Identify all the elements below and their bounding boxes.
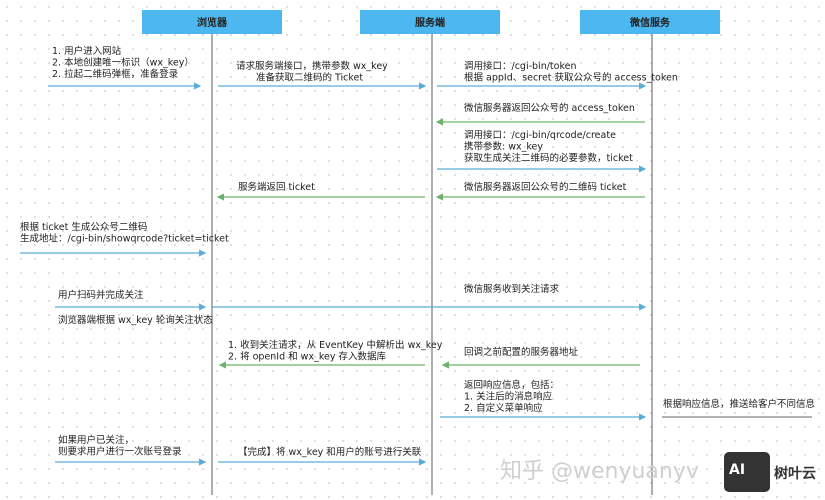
participant-box bbox=[142, 10, 282, 34]
message-label: 则要求用户进行一次账号登录 bbox=[58, 446, 182, 458]
svg-text:树叶云: 树叶云 bbox=[774, 465, 816, 482]
message-label: 微信服务器返回公众号的二维码 ticket bbox=[464, 181, 627, 193]
participant-label: 微信服务 bbox=[629, 16, 671, 29]
message-label: 2. 本地创建唯一标识（wx_key） bbox=[52, 57, 194, 69]
message-label: 返回响应信息，包括： bbox=[464, 379, 559, 391]
participant-box bbox=[580, 10, 720, 34]
message-label: 根据 ticket 生成公众号二维码 bbox=[20, 221, 147, 233]
watermark-logo: AI 树叶云 bbox=[724, 452, 816, 492]
message-label: 2. 将 openId 和 wx_key 存入数据库 bbox=[228, 351, 386, 363]
message-label: 如果用户已关注， bbox=[58, 434, 134, 446]
message-label: 生成地址：/cgi-bin/showqrcode?ticket=ticket bbox=[20, 233, 229, 245]
message-label: 2. 自定义菜单响应 bbox=[464, 402, 543, 414]
participant-label: 服务端 bbox=[415, 16, 445, 29]
watermark-text: 知乎 @wenyuanyv bbox=[500, 459, 699, 484]
message-label: 浏览器端根据 wx_key 轮询关注状态 bbox=[58, 314, 213, 326]
message-label: 请求服务端接口，携带参数 wx_key bbox=[236, 60, 388, 72]
message-label: 1. 收到关注请求，从 EventKey 中解析出 wx_key bbox=[228, 339, 443, 351]
message-label: 获取生成关注二维码的必要参数，ticket bbox=[464, 152, 633, 164]
message-label: 调用接口：/cgi-bin/token bbox=[464, 60, 576, 72]
svg-text:AI: AI bbox=[729, 462, 745, 478]
message-label: 携带参数: wx_key bbox=[464, 141, 543, 153]
participant-box bbox=[360, 10, 500, 34]
participant-label: 浏览器 bbox=[197, 16, 228, 29]
message-label: 微信服务器返回公众号的 access_token bbox=[464, 102, 635, 114]
message-label: 服务端返回 ticket bbox=[238, 181, 315, 193]
message-label: 根据响应信息，推送给客户不同信息 bbox=[663, 398, 815, 410]
message-label: 准备获取二维码的 Ticket bbox=[256, 72, 363, 84]
message-label: 2. 拉起二维码弹框，准备登录 bbox=[52, 68, 179, 80]
message-label: 根据 appId、secret 获取公众号的 access_token bbox=[464, 72, 678, 84]
message-label: 调用接口：/cgi-bin/qrcode/create bbox=[464, 129, 616, 141]
message-label: 用户扫码并完成关注 bbox=[58, 289, 144, 301]
message-label: 回调之前配置的服务器地址 bbox=[464, 346, 579, 358]
message-label: 1. 用户进入网站 bbox=[52, 45, 122, 57]
message-label: 1. 关注后的消息响应 bbox=[464, 391, 553, 403]
message-label: 【完成】将 wx_key 和用户的账号进行关联 bbox=[238, 446, 422, 458]
message-label: 微信服务收到关注请求 bbox=[464, 283, 560, 295]
